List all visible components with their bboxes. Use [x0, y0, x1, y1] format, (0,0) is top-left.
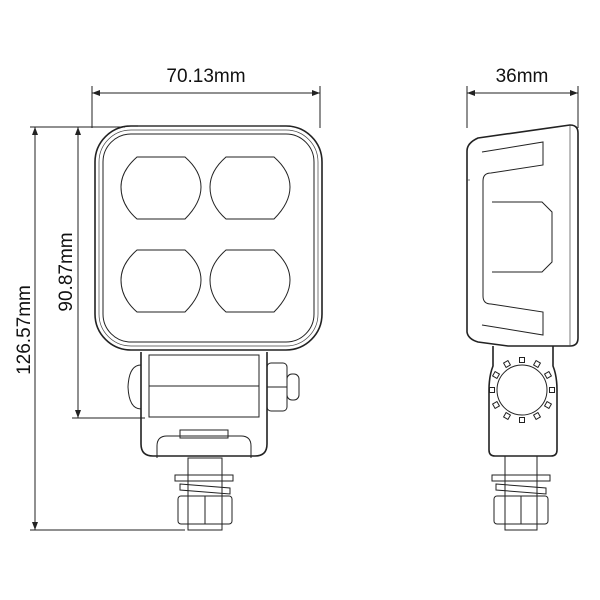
mounting-bolt — [174, 457, 234, 531]
pivot-tooth — [502, 411, 512, 421]
side-bracket — [488, 346, 558, 457]
pivot-tooth — [489, 387, 495, 393]
pivot-tooth — [543, 400, 553, 410]
pivot-tooth — [519, 417, 525, 423]
led-lens-bottom-right — [209, 249, 291, 313]
width-dimension: 70.13mm — [91, 66, 321, 128]
side-view — [466, 124, 579, 531]
depth-label: 36mm — [496, 66, 549, 87]
housing-height-label: 90.87mm — [56, 232, 77, 311]
front-view — [94, 125, 323, 531]
pivot-tooth — [532, 359, 542, 369]
pivot-tooth — [502, 359, 512, 369]
led-lens-top-left — [120, 156, 202, 220]
total-height-label: 126.57mm — [14, 285, 35, 375]
total-height-dimension: 126.57mm — [14, 126, 185, 531]
side-nut — [266, 362, 300, 412]
pivot-tooth — [519, 357, 525, 363]
pivot-tooth — [491, 370, 501, 380]
led-lens-bottom-left — [120, 249, 202, 313]
led-lens-top-right — [209, 156, 291, 220]
mounting-bracket — [127, 352, 300, 458]
pivot-tooth — [491, 400, 501, 410]
depth-dimension: 36mm — [466, 66, 579, 128]
width-label: 70.13mm — [166, 66, 245, 87]
pivot-tooth — [543, 370, 553, 380]
pivot-tooth — [532, 411, 542, 421]
pivot-tooth — [549, 387, 555, 393]
side-bolt — [491, 455, 551, 531]
housing-height-dimension: 90.87mm — [56, 127, 145, 419]
